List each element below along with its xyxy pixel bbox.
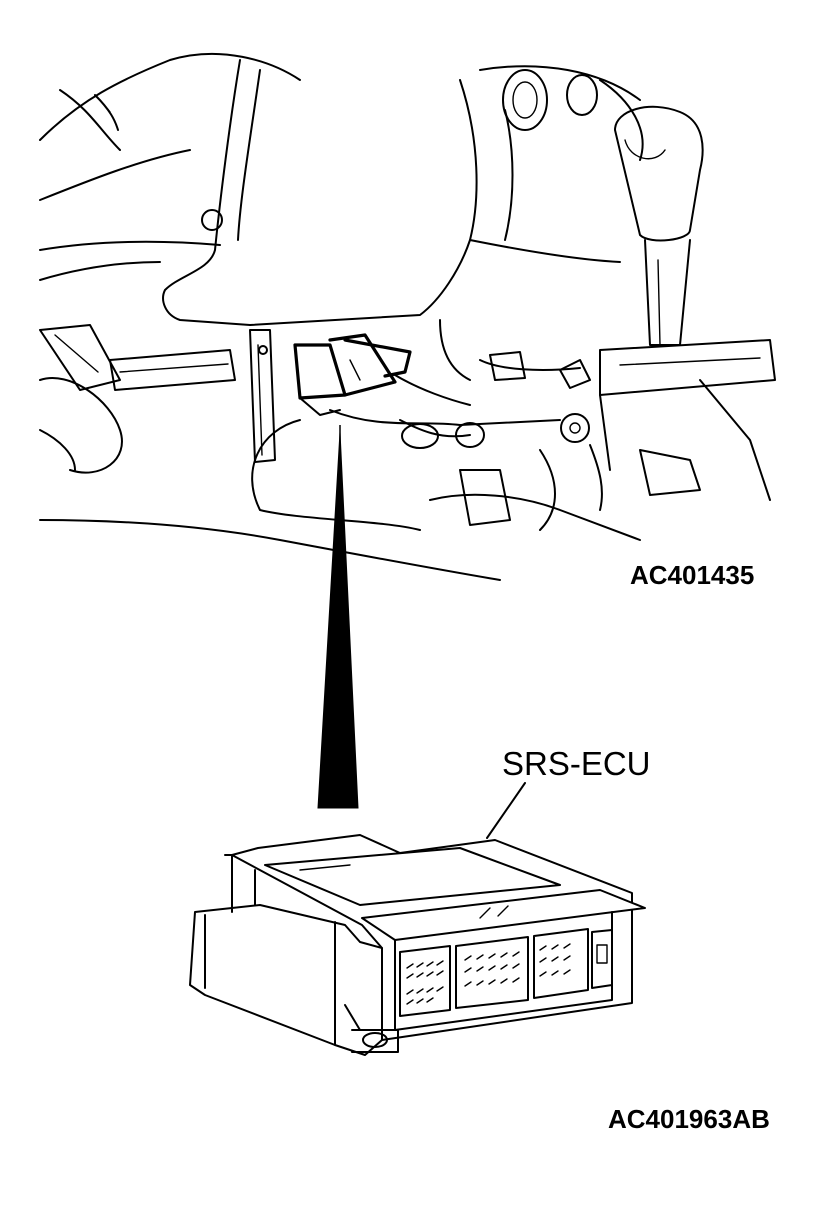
ecu-callout-label: SRS-ECU bbox=[502, 745, 651, 782]
figure-code: AC401963AB bbox=[608, 1104, 770, 1134]
connector-terminals bbox=[406, 943, 571, 1005]
pointer-wedge bbox=[317, 431, 359, 809]
srs-ecu-unit bbox=[189, 782, 646, 1056]
vehicle-interior-drawing bbox=[39, 52, 776, 581]
top-view-code: AC401435 bbox=[630, 560, 754, 590]
